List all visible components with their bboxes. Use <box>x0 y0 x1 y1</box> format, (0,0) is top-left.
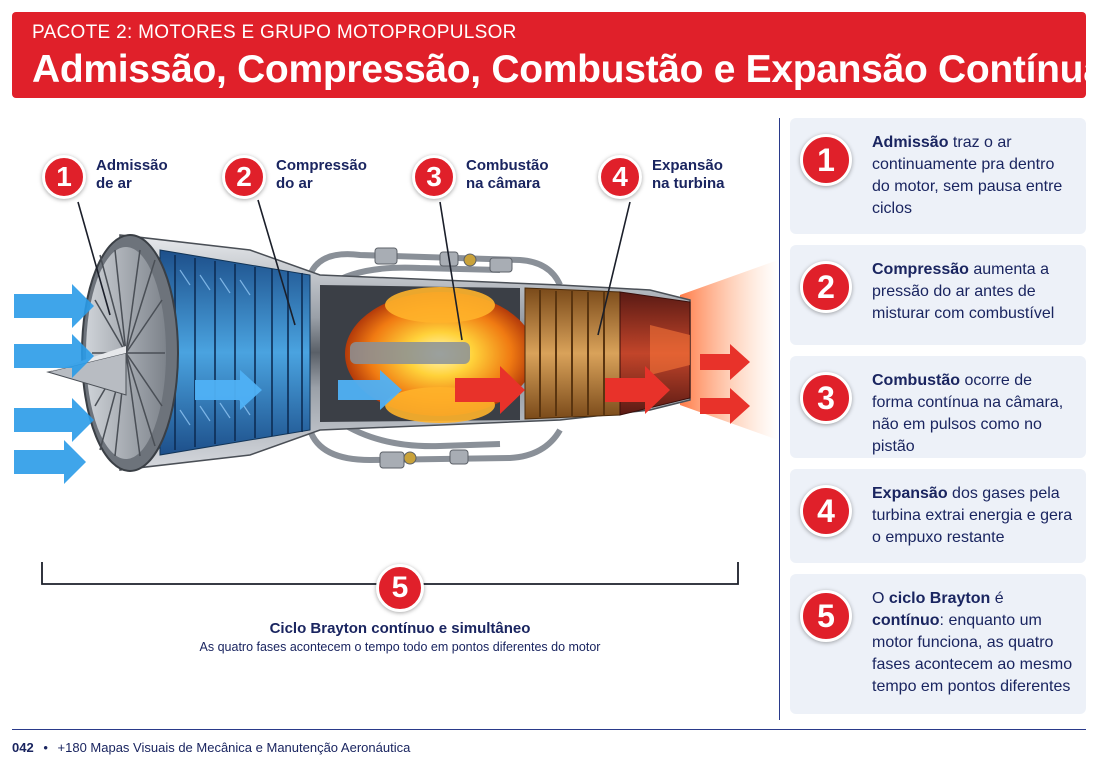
card-text-bold: Admissão <box>872 134 949 151</box>
callout-combustao: 3 Combustão na câmara <box>412 155 558 199</box>
callout-expansao: 4 Expansão na turbina <box>598 155 744 199</box>
intake-arrow-icon <box>14 440 86 484</box>
exhaust-glow <box>680 260 778 440</box>
explanation-card-2: 2 Compressão aumenta a pressão do ar ant… <box>790 245 1086 345</box>
card-text-body: aumenta a pressão do ar antes de mistura… <box>872 261 1055 322</box>
engine-illustration <box>14 199 778 585</box>
card-number-badge: 5 <box>800 590 852 642</box>
explanation-card-3: 3 Combustão ocorre de forma contínua na … <box>790 356 1086 458</box>
callout-label-line1: Admissão <box>96 157 168 174</box>
card-text: Combustão ocorre de forma contínua na câ… <box>872 370 1076 458</box>
explanation-card-4: 4 Expansão dos gases pela turbina extrai… <box>790 469 1086 563</box>
exhaust-arrow-icon <box>700 344 750 380</box>
cycle-subtitle: As quatro fases acontecem o tempo todo e… <box>199 640 601 654</box>
callout-admissao: 1 Admissão de ar <box>42 155 188 199</box>
card-number-badge: 2 <box>800 261 852 313</box>
card-number-badge: 3 <box>800 372 852 424</box>
callout-label: Expansão na turbina <box>652 157 744 193</box>
callout-label-line2: do ar <box>276 175 313 192</box>
footer-divider <box>12 729 1086 730</box>
card-text-bold: Expansão <box>872 485 948 502</box>
turbine-stages <box>539 290 605 417</box>
card-text: Admissão traz o ar continuamente pra den… <box>872 132 1076 220</box>
footer-separator: • <box>43 740 48 755</box>
callout-label-line1: Combustão <box>466 157 549 174</box>
flow-arrow-icon <box>455 366 525 414</box>
exhaust-arrow-icon <box>700 388 750 424</box>
callout-leader-lines <box>77 199 631 341</box>
engine-shaft <box>350 342 470 364</box>
explanation-card-1: 1 Admissão traz o ar continuamente pra d… <box>790 118 1086 234</box>
compressor-blade-highlights <box>179 269 251 426</box>
card-text: Compressão aumenta a pressão do ar antes… <box>872 259 1076 325</box>
intake-arrow-icon <box>14 334 94 378</box>
card-text-body: traz o ar continuamente pra dentro do mo… <box>872 134 1063 217</box>
flow-arrow-icon <box>605 366 670 414</box>
callout-label: Compressão do ar <box>276 157 368 193</box>
cycle-title: Ciclo Brayton contínuo e simultâneo <box>269 620 531 637</box>
intake-arrow-icon <box>14 398 94 442</box>
card-text-bold: ciclo Brayton <box>888 590 991 607</box>
callout-label-line2: de ar <box>96 175 132 192</box>
callout-number-badge: 2 <box>222 155 266 199</box>
card-text-bold: Combustão <box>872 372 960 389</box>
callout-label: Admissão de ar <box>96 157 188 193</box>
intake-arrow-icon <box>14 284 94 328</box>
callout-label-line1: Expansão <box>652 157 723 174</box>
card-text-bold: Compressão <box>872 261 969 278</box>
page-header: PACOTE 2: MOTORES E GRUPO MOTOPROPULSOR … <box>12 12 1100 98</box>
section-kicker: PACOTE 2: MOTORES E GRUPO MOTOPROPULSOR <box>32 22 517 43</box>
card-number-badge: 4 <box>800 485 852 537</box>
cycle-number-badge: 5 <box>376 564 424 612</box>
card-text-body: : enquanto um motor funciona, as quatro … <box>872 612 1073 695</box>
card-text: O ciclo Brayton é contínuo: enquanto um … <box>872 588 1076 698</box>
card-text-body: ocorre de forma contínua na câmara, não … <box>872 372 1064 455</box>
page-title: Admissão, Compressão, Combustão e Expans… <box>32 48 1100 91</box>
page-footer: 042 • +180 Mapas Visuais de Mecânica e M… <box>12 740 410 755</box>
callout-number-badge: 3 <box>412 155 456 199</box>
card-text-body: dos gases pela turbina extrai energia e … <box>872 485 1073 546</box>
card-text-bold-2: contínuo <box>872 612 940 629</box>
callout-compressao: 2 Compressão do ar <box>222 155 368 199</box>
column-divider <box>779 118 780 720</box>
intake-arrows <box>14 284 94 484</box>
engine-diagram: 1 Admissão de ar 2 Compressão do ar 3 Co… <box>0 110 778 670</box>
callout-number-badge: 1 <box>42 155 86 199</box>
card-number-badge: 1 <box>800 134 852 186</box>
flow-arrow-icon <box>338 370 402 410</box>
callout-label: Combustão na câmara <box>466 157 558 193</box>
callout-number-badge: 4 <box>598 155 642 199</box>
callout-label-line1: Compressão <box>276 157 367 174</box>
card-text: Expansão dos gases pela turbina extrai e… <box>872 483 1076 549</box>
book-title: +180 Mapas Visuais de Mecânica e Manuten… <box>57 740 411 755</box>
page-number: 042 <box>12 740 34 755</box>
flow-arrow-icon <box>195 370 262 410</box>
piping-fittings <box>374 247 513 469</box>
card-text-prefix: O <box>872 590 889 607</box>
card-text-mid: é <box>990 590 1004 607</box>
explanation-card-5: 5 O ciclo Brayton é contínuo: enquanto u… <box>790 574 1086 714</box>
callout-label-line2: na turbina <box>652 175 725 192</box>
callout-label-line2: na câmara <box>466 175 541 192</box>
